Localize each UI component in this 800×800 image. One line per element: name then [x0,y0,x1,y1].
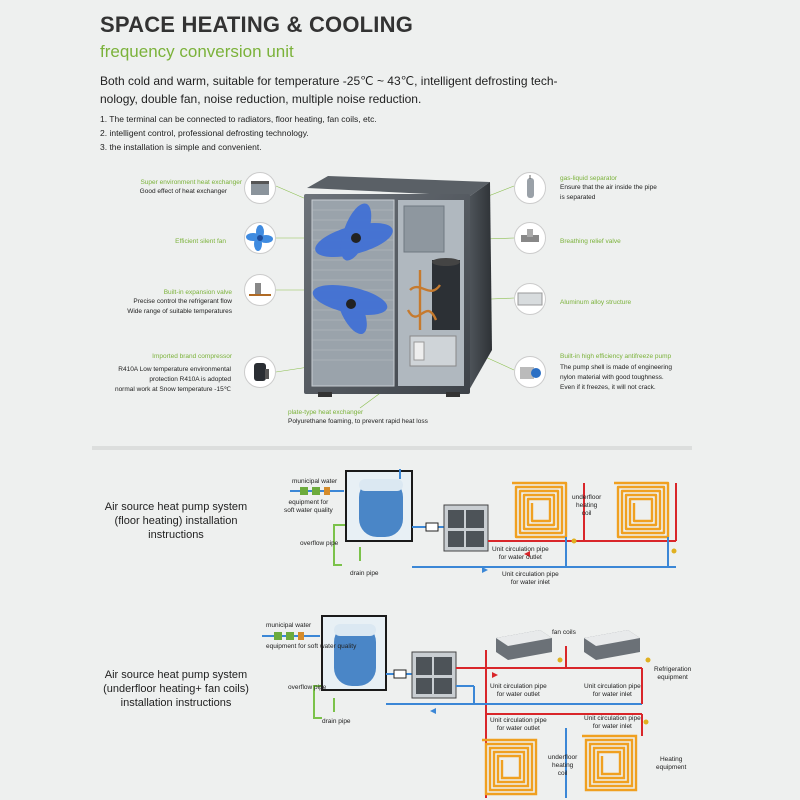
inlet-pipe-label-3: Unit circulation pipe for water inlet [584,715,641,730]
overflow-pipe-label-2: overflow pipe [288,684,327,691]
overflow-pipe-label: overflow pipe [300,540,339,547]
underfloor-coil-label-2: underfloor heating coil [548,754,578,777]
pump-desc: Even if it freezes, it will not crack. [560,384,656,391]
outlet-pipe-label: Unit circulation pipe for water outlet [492,546,549,561]
heat-exchanger-title: Super environment heat exchanger [140,179,242,186]
system1-diagram [290,469,677,573]
equipment-label: equipment for soft water quality [284,499,333,514]
municipal-water-label-2: municipal water [266,622,312,629]
page-subtitle: frequency conversion unit [100,42,294,61]
system1-title: Air source heat pump system (floor heati… [104,501,248,541]
unit-cutaway-illustration [275,176,515,409]
compressor-desc: protection R410A is adopted [149,376,231,383]
relief-valve-title: Breathing relief valve [560,238,621,245]
separator-desc: is separated [560,194,596,201]
pump-desc: The pump shell is made of engineering [560,364,673,371]
separator-thumbnail [514,172,546,204]
feature-list: 1. The terminal can be connected to radi… [100,112,377,154]
aluminum-structure-thumbnail [514,283,546,315]
outlet-pipe-label-2: Unit circulation pipe for water outlet [490,683,547,698]
fan-icon [244,222,276,254]
section-divider [92,446,692,450]
feature-item: 2. intelligent control, professional def… [100,128,309,138]
plate-exchanger-title: plate-type heat exchanger [288,409,364,416]
underfloor-coil-label: underfloor heating coil [572,494,602,517]
refrigeration-label: Refrigeration equipment [654,666,692,681]
fan-title: Efficient silent fan [175,238,226,245]
plate-exchanger-desc: Polyurethane foaming, to prevent rapid h… [288,418,428,425]
inlet-pipe-label: Unit circulation pipe for water inlet [502,571,559,586]
compressor-desc: normal work at Snow temperature -15℃ [114,386,231,393]
heating-equipment-label: Heating equipment [656,756,687,771]
feature-item: 3. the installation is simple and conven… [100,142,262,152]
relief-valve-thumbnail [514,222,546,254]
valve-title: Built-in expansion valve [163,289,232,296]
fan-coils-label: fan coils [552,629,576,636]
inlet-pipe-label-2: Unit circulation pipe for water inlet [584,683,641,698]
separator-desc: Ensure that the air inside the pipe [560,184,657,191]
pump-desc: nylon material with good toughness. [560,374,664,381]
valve-desc: Precise control the refrigerant flow [133,298,232,305]
feature-item: 1. The terminal can be connected to radi… [100,114,377,124]
equipment-label-2: equipment for soft water quality [266,643,357,650]
valve-desc: Wide range of suitable temperatures [127,308,232,315]
aluminum-title: Aluminum alloy structure [560,299,632,306]
compressor-thumbnail [244,356,276,388]
compressor-desc: R410A Low temperature environmental [118,366,231,373]
pump-thumbnail [514,356,546,388]
outlet-pipe-label-3: Unit circulation pipe for water outlet [490,717,547,732]
drain-pipe-label-2: drain pipe [322,718,351,725]
system2-title: Air source heat pump system (underfloor … [103,669,249,709]
page-title: SPACE HEATING & COOLING [100,12,414,37]
municipal-water-label: municipal water [292,478,338,485]
drain-pipe-label: drain pipe [350,570,379,577]
expansion-valve-thumbnail [244,274,276,306]
heat-exchanger-desc: Good effect of heat exchanger [139,188,227,195]
pump-title: Built-in high efficiency antifreeze pump [560,353,672,360]
intro-text: Both cold and warm, suitable for tempera… [100,74,558,106]
heat-exchanger-thumbnail [244,172,276,204]
system2-diagram [262,615,651,798]
compressor-title: Imported brand compressor [152,353,232,360]
separator-title: gas-liquid separator [560,175,618,182]
